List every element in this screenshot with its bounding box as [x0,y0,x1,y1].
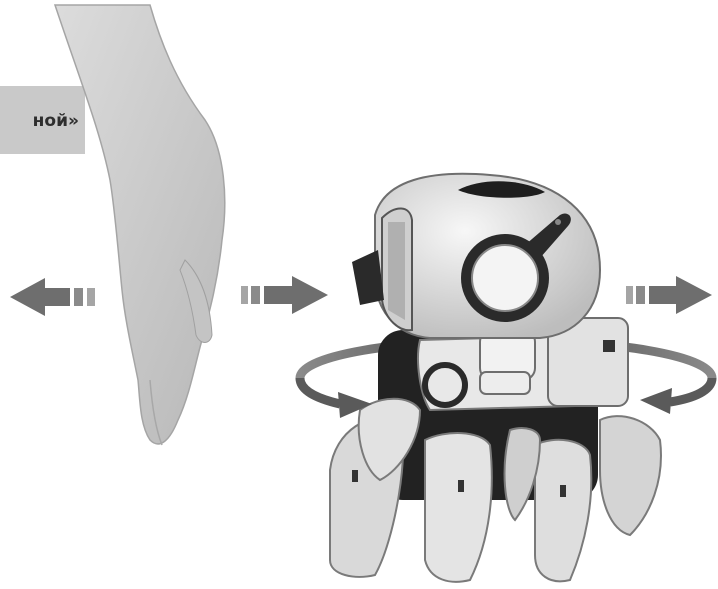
arrow-right-icon [626,276,712,314]
hand [55,5,225,445]
arrow-left-icon [10,278,95,316]
arrow-right-icon [241,276,328,314]
robot [330,174,661,582]
